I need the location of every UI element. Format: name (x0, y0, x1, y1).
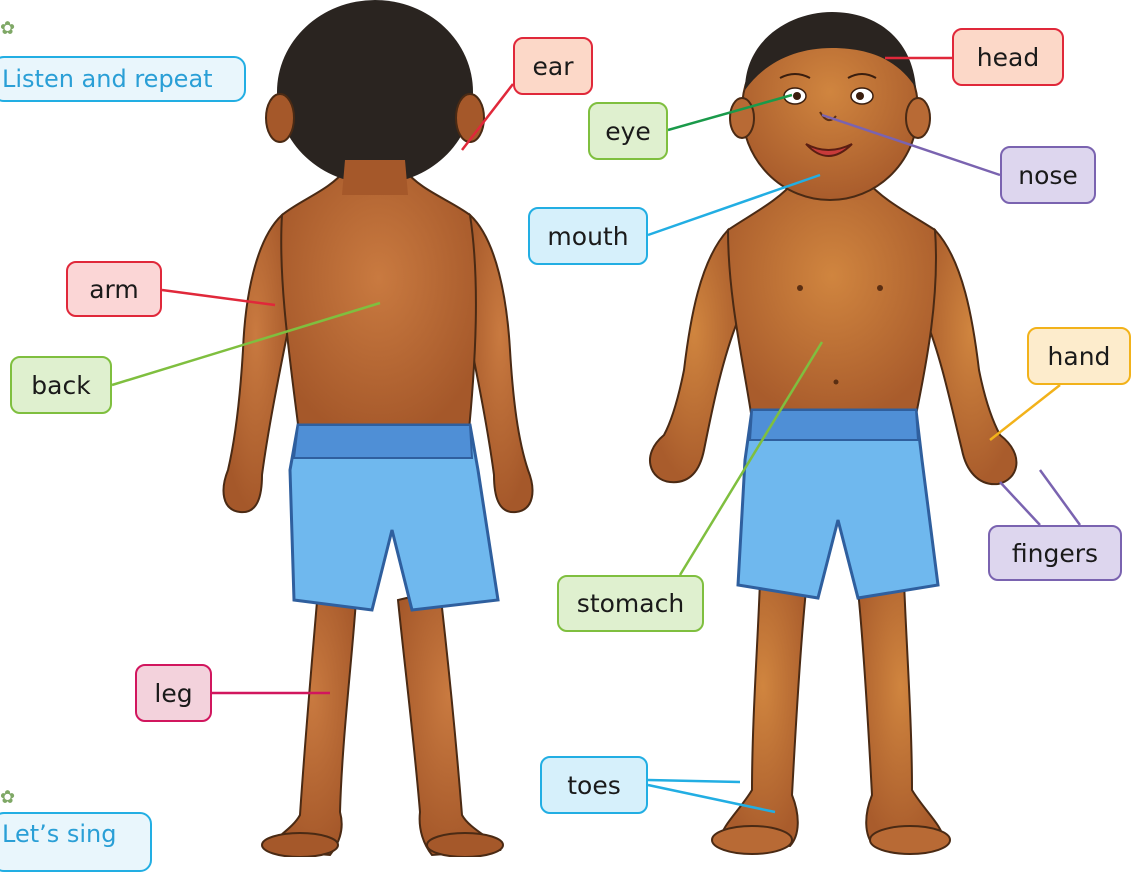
fingers-line-b (1000, 482, 1040, 525)
section-title: Listen and repeat (2, 65, 213, 93)
front-left-leg (720, 580, 806, 846)
back-left-foot (262, 833, 338, 857)
section-lets-sing[interactable]: Let’s sing (0, 812, 152, 872)
label-back: back (10, 356, 112, 414)
label-stomach: stomach (557, 575, 704, 632)
fingers-line-a (1040, 470, 1080, 525)
label-nose: nose (1000, 146, 1096, 204)
back-left-arm (224, 215, 288, 512)
label-ear: ear (513, 37, 593, 95)
label-fingers: fingers (988, 525, 1122, 581)
label-leg: leg (135, 664, 212, 722)
boy-back-view (224, 0, 533, 857)
back-right-leg (398, 590, 500, 855)
label-mouth: mouth (528, 207, 648, 265)
back-ear-right (456, 94, 484, 142)
section-title: Let’s sing (2, 820, 117, 848)
front-right-leg (858, 580, 944, 846)
front-left-arm (650, 230, 738, 482)
front-right-arm (926, 230, 1016, 484)
sprig-icon: ✿ (0, 18, 15, 39)
back-torso (281, 170, 476, 440)
back-right-foot (427, 833, 503, 857)
back-head (277, 0, 473, 184)
sprig-icon: ✿ (0, 787, 15, 808)
back-left-leg (268, 590, 356, 855)
label-toes: toes (540, 756, 648, 814)
front-left-foot (712, 826, 792, 854)
hand-line (990, 385, 1060, 440)
back-neck (342, 160, 408, 195)
front-waistband (750, 410, 918, 440)
section-listen-and-repeat[interactable]: Listen and repeat (0, 56, 246, 102)
label-arm: arm (66, 261, 162, 317)
back-ear-left (266, 94, 294, 142)
label-eye: eye (588, 102, 668, 160)
toes-line-a (648, 780, 740, 782)
front-right-foot (870, 826, 950, 854)
label-head: head (952, 28, 1064, 86)
front-torso (728, 180, 936, 420)
back-waistband (294, 425, 472, 458)
label-hand: hand (1027, 327, 1131, 385)
boy-front-view (650, 12, 1016, 854)
